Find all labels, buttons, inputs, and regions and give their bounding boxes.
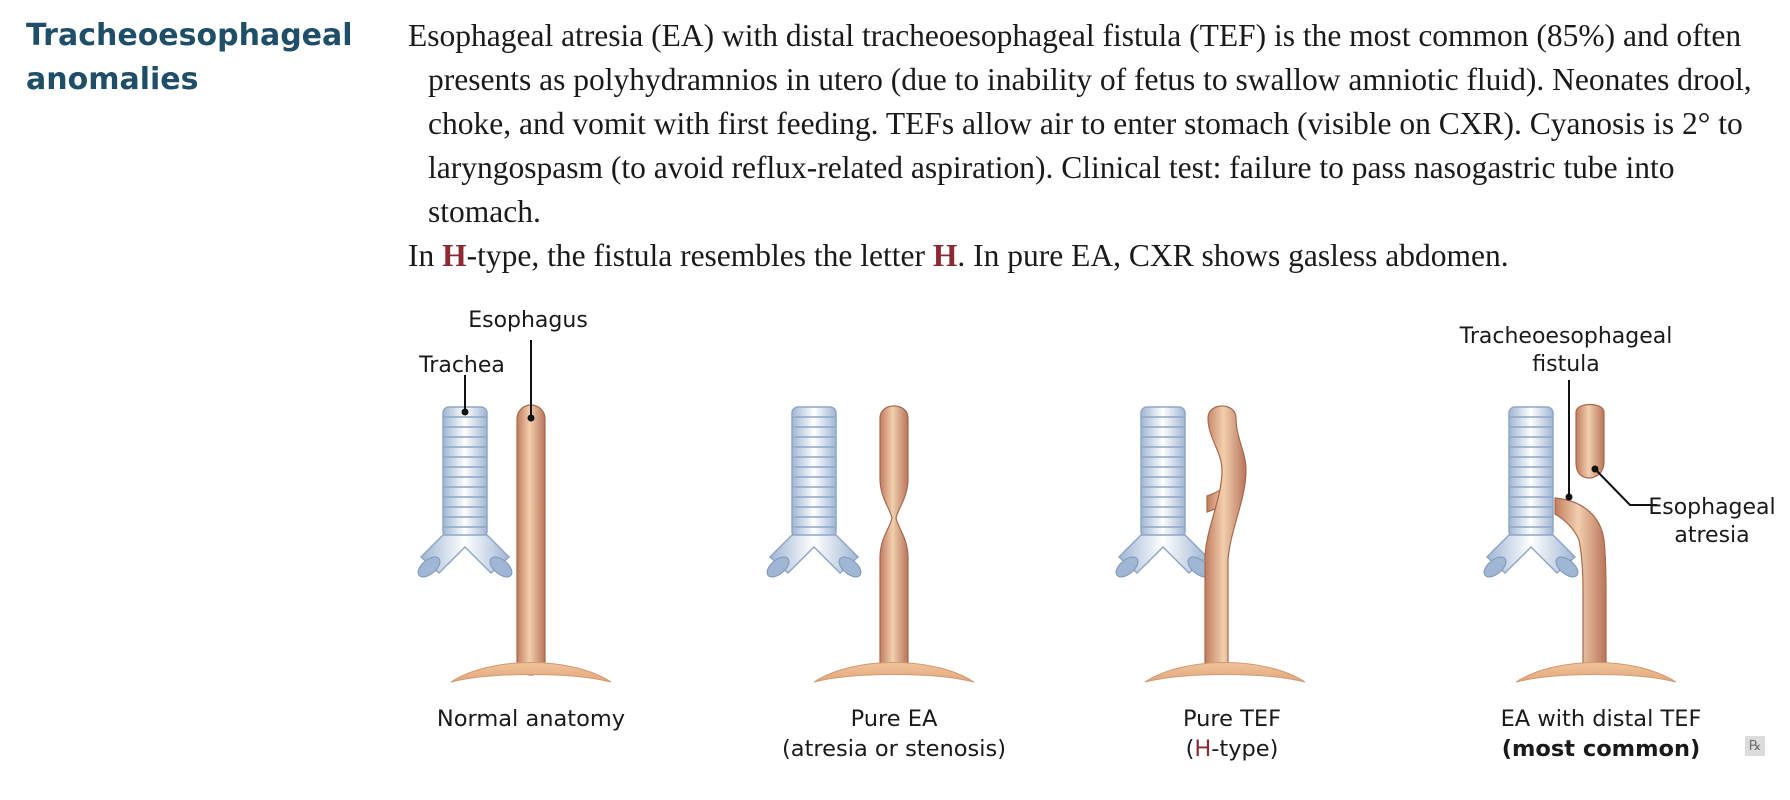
trachea-label: Trachea <box>418 353 505 378</box>
rx-icon: ℞ <box>1745 736 1765 756</box>
esophagus-label: Esophagus <box>468 308 588 333</box>
body-text: Esophageal atresia (EA) with distal trac… <box>408 14 1778 278</box>
caption-normal-line1: Normal anatomy <box>436 706 626 732</box>
trachea-pure-tef <box>1111 406 1215 582</box>
stomach-pure-tef <box>1144 662 1306 683</box>
trachea-pure-ea <box>762 406 866 582</box>
esophagus-pure-ea <box>879 405 909 673</box>
panel-pure-tef <box>1111 405 1306 683</box>
paragraph-ea-tef: Esophageal atresia (EA) with distal trac… <box>408 18 1752 229</box>
esophagus-leader-dot <box>527 414 535 422</box>
tef-label-line2: fistula <box>1532 352 1599 377</box>
panel-ea-distal-tef: Tracheoesophageal fistula Esophageal atr… <box>1459 324 1776 683</box>
atresia-leader-dot <box>1591 465 1599 473</box>
para2-text-a: In <box>408 238 443 273</box>
caption-pure-tef: Pure TEF (H-type) <box>1102 704 1362 764</box>
trachea-ea-tef <box>1479 406 1583 582</box>
para2-text-b: -type, the fistula resembles the letter <box>466 238 933 273</box>
section-heading-line2: anomalies <box>26 62 199 97</box>
tef-label-line1: Tracheoesophageal <box>1459 324 1673 349</box>
caption-ea-tef-line2: (most common) <box>1501 736 1701 762</box>
stomach-pure-ea <box>813 662 975 683</box>
caption-pure-tef-paren: ( <box>1185 736 1195 762</box>
panel-normal-anatomy: Esophagus Trachea <box>413 308 612 683</box>
atresia-label-line1: Esophageal <box>1648 495 1775 520</box>
caption-pure-ea-line1: Pure EA <box>850 706 938 732</box>
stomach-ea-tef <box>1515 662 1677 683</box>
caption-normal-anatomy: Normal anatomy <box>401 704 661 734</box>
caption-ea-tef-line1: EA with distal TEF <box>1500 706 1702 732</box>
caption-ea-distal-tef: EA with distal TEF (most common) <box>1471 704 1731 764</box>
atresia-label-line2: atresia <box>1674 523 1749 548</box>
para2-text-c: . In pure EA, CXR shows gasless abdomen. <box>957 238 1509 273</box>
tef-leader-dot <box>1565 493 1573 501</box>
esophagus-upper-pouch <box>1575 403 1605 479</box>
esophagus-normal <box>516 404 546 676</box>
trachea-leader-dot <box>461 408 469 416</box>
caption-pure-tef-h: H <box>1194 736 1212 762</box>
caption-pure-tef-rest: -type) <box>1211 736 1279 762</box>
esophagus-pure-tef <box>1204 405 1247 673</box>
caption-pure-ea-line2: (atresia or stenosis) <box>782 736 1006 762</box>
stomach-normal <box>450 662 612 683</box>
h-letter-1: H <box>442 238 467 273</box>
trachea-normal <box>413 406 517 582</box>
caption-pure-ea: Pure EA (atresia or stenosis) <box>764 704 1024 764</box>
panel-pure-ea <box>762 405 975 683</box>
paragraph-h-type: In H-type, the fistula resembles the let… <box>408 234 1778 278</box>
section-heading: Tracheoesophageal anomalies <box>26 14 366 102</box>
section-heading-line1: Tracheoesophageal <box>26 18 353 53</box>
esophagus-distal-fistula <box>1554 497 1607 673</box>
h-letter-2: H <box>932 238 958 273</box>
atresia-leader-line <box>1594 468 1657 506</box>
caption-pure-tef-line1: Pure TEF <box>1182 706 1282 732</box>
caption-pure-tef-line2: (H-type) <box>1102 734 1362 764</box>
